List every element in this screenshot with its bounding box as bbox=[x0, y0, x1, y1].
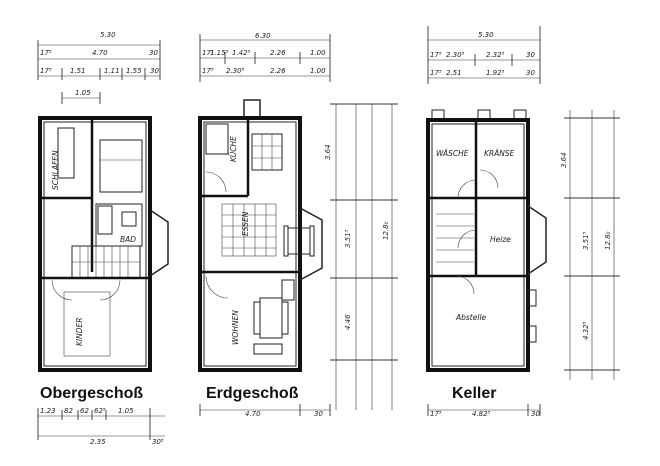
upper-bottom-4: 1.05 bbox=[118, 407, 134, 415]
upper-top-inner: 4.70 bbox=[92, 49, 108, 57]
upper-room-bed: SCHLAFEN bbox=[51, 150, 60, 190]
cellar-top2-3: 30 bbox=[526, 69, 535, 77]
ground-top-r1-1: 1.15⁵ bbox=[210, 49, 229, 57]
ground-vdim-3: 12.8₀ bbox=[382, 221, 390, 240]
upper-seg-0: 17⁵ bbox=[40, 67, 52, 75]
upper-bottom-total: 2.35 bbox=[90, 438, 106, 446]
ground-room-dining: ESSEN bbox=[241, 211, 250, 236]
ground-vdim-0: 3.64 bbox=[324, 144, 332, 160]
upper-seg-1: 1.51 bbox=[70, 67, 86, 75]
cellar-dimensions: 5.30 17⁵ 2.30⁵ 2.32⁵ 30 17⁵ 2.51 1.92⁵ 3… bbox=[427, 26, 620, 380]
upper-bottom-1: 82 bbox=[64, 407, 73, 415]
upper-bottom-3: 62⁵ bbox=[94, 407, 106, 415]
upper-seg-3: 1.55 bbox=[126, 67, 142, 75]
title-cellar: Keller bbox=[452, 385, 496, 402]
upper-bottom-2: 62 bbox=[80, 407, 89, 415]
ground-top-overall: 6.30 bbox=[255, 32, 271, 40]
cellar-vdim-2: 4.32⁵ bbox=[582, 321, 590, 340]
cellar-vdim-3: 12.8₀ bbox=[604, 231, 612, 250]
ground-room-kitchen: KÜCHE bbox=[229, 136, 238, 162]
cellar-top-2: 2.32⁵ bbox=[486, 51, 505, 59]
ground-top-r2-2: 2.26 bbox=[270, 67, 286, 75]
cellar-top2-2: 1.92⁵ bbox=[486, 69, 505, 77]
ground-bottom-mid: 4.70 bbox=[245, 410, 261, 418]
title-upper-floor: Obergeschoß bbox=[40, 385, 143, 402]
cellar-top-1: 2.30⁵ bbox=[446, 51, 465, 59]
cellar-top-0: 17⁵ bbox=[430, 51, 442, 59]
title-ground-floor: Erdgeschoß bbox=[206, 385, 299, 402]
ground-vdim-2: 4.46 bbox=[344, 314, 352, 330]
upper-floor-plan: SCHLAFEN BAD KINDER bbox=[38, 116, 169, 372]
cellar-bottom-0: 17⁵ bbox=[430, 410, 442, 418]
cellar-room-main: Abstelle bbox=[455, 313, 487, 322]
ground-top-r1-0: 17⁵ bbox=[202, 49, 214, 57]
cellar-top2-1: 2.51 bbox=[446, 69, 462, 77]
cellar-vdim-0: 3.64 bbox=[560, 152, 568, 168]
ground-top-r2-3: 1.00 bbox=[310, 67, 326, 75]
cellar-room-laundry: WÄSCHE bbox=[436, 149, 469, 158]
cellar-room-storage: KRÄNSE bbox=[484, 149, 515, 158]
upper-seg-2: 1.11 bbox=[104, 67, 120, 75]
upper-dimensions: 5.30 17⁵ 4.70 30 17⁵ 1.51 1.11 1.55 30 1… bbox=[37, 31, 161, 104]
cellar-top2-0: 17⁵ bbox=[430, 69, 442, 77]
upper-bottom-right: 30⁵ bbox=[152, 438, 164, 446]
ground-top-r1-2: 1.42⁵ bbox=[232, 49, 251, 57]
ground-room-living: WOHNEN bbox=[231, 310, 240, 345]
cellar-bottom-2: 30 bbox=[531, 410, 540, 418]
upper-top-right: 30 bbox=[149, 49, 158, 57]
ground-dimensions: 6.30 17⁵ 1.15⁵ 1.42⁵ 2.26 1.00 17⁵ 2.30⁵… bbox=[199, 32, 398, 410]
cellar-top-overall: 5.30 bbox=[478, 31, 494, 39]
ground-vdim-1: 3.51⁵ bbox=[344, 229, 352, 248]
upper-bottom-0: 1.23 bbox=[40, 407, 56, 415]
upper-bottom-dimensions: 1.23 82 62 62⁵ 1.05 2.35 30⁵ bbox=[37, 407, 165, 446]
upper-room-child: KINDER bbox=[75, 318, 84, 346]
ground-top-r1-4: 1.00 bbox=[310, 49, 326, 57]
upper-top-left: 17⁵ bbox=[40, 49, 52, 57]
upper-top-overall: 5.30 bbox=[100, 31, 116, 39]
cellar-top-3: 30 bbox=[526, 51, 535, 59]
ground-floor-plan: KÜCHE ESSEN WOHNEN 4.70 30 bbox=[198, 116, 331, 418]
upper-small-left: 1.05 bbox=[75, 89, 91, 97]
cellar-floor-plan: WÄSCHE KRÄNSE Heize Abstelle 17⁵ 4.82⁵ 3… bbox=[426, 118, 547, 418]
upper-room-bath: BAD bbox=[120, 235, 136, 244]
upper-seg-4: 30 bbox=[150, 67, 159, 75]
cellar-room-heating: Heize bbox=[490, 235, 511, 244]
ground-top-r1-3: 2.26 bbox=[270, 49, 286, 57]
ground-top-r2-0: 17⁵ bbox=[202, 67, 214, 75]
ground-bottom-right: 30 bbox=[314, 410, 323, 418]
ground-top-r2-1: 2.30⁵ bbox=[226, 67, 245, 75]
cellar-vdim-1: 3.51⁵ bbox=[582, 231, 590, 250]
cellar-bottom-1: 4.82⁵ bbox=[472, 410, 491, 418]
